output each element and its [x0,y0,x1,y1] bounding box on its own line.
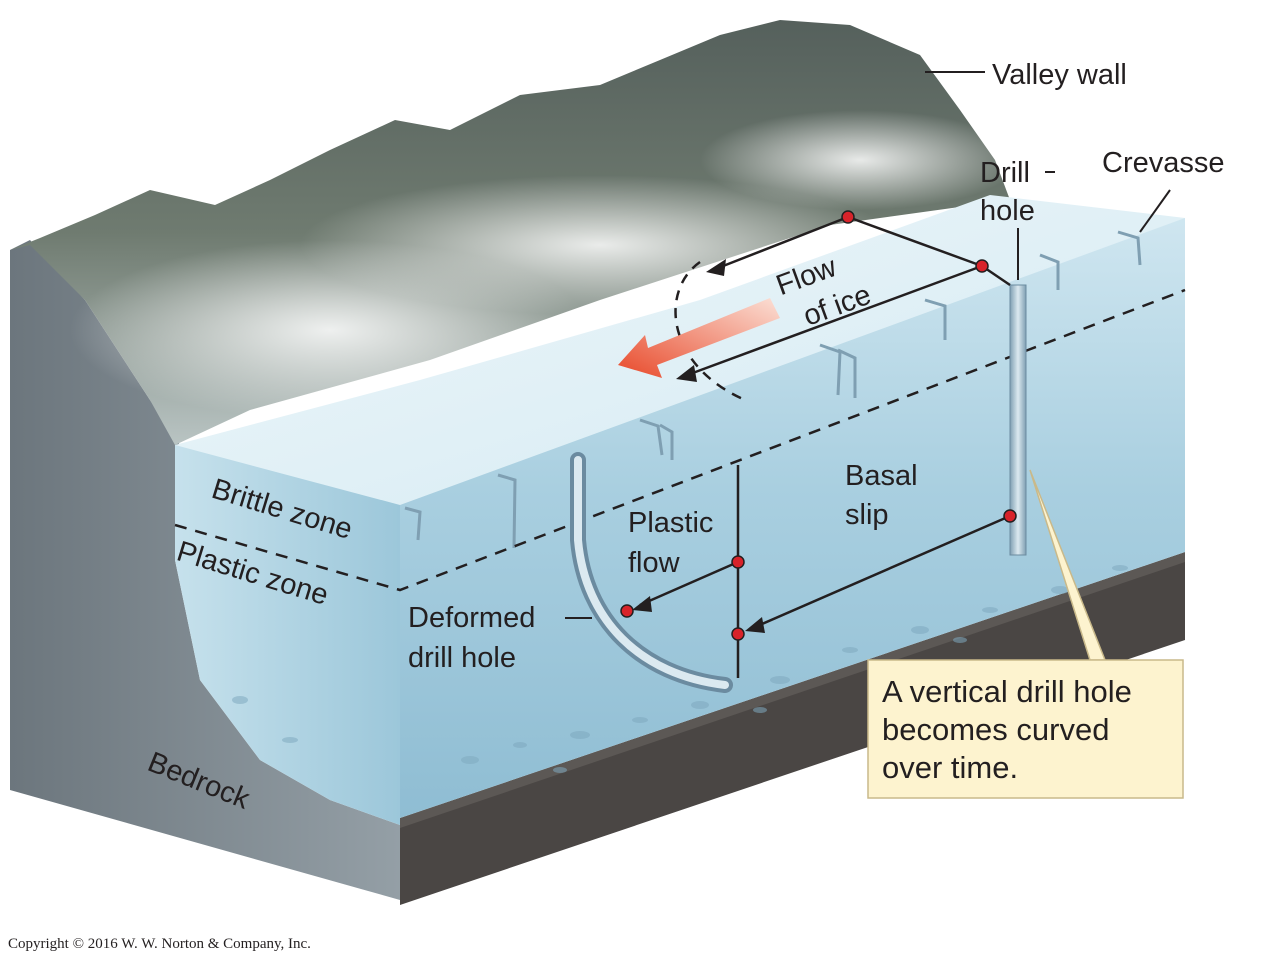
label-crevasse: Crevasse [1102,147,1225,179]
bedrock-end-face [10,240,400,900]
callout-box [867,659,1184,799]
ice-top-surface [175,195,1185,520]
mist [300,175,900,315]
label-plastic-flow-line1: Plastic [628,507,713,539]
marker-dot [1003,509,1017,523]
ice-end-face [175,445,400,825]
section-arrowhead [745,617,765,633]
callout-line2: becomes curved [882,712,1109,747]
flow-of-ice-arrow [618,298,780,378]
bedrock-top [400,552,1185,828]
label-basal-slip-line2: slip [845,499,889,531]
callout-line3: over time. [882,750,1018,785]
markers [620,210,1017,641]
copyright: Copyright © 2016 W. W. Norton & Company,… [8,936,311,952]
marker-dot [841,210,855,224]
vertical-drill-hole [1009,284,1027,556]
crevasses [404,230,1142,549]
section-velocity-lines [639,465,1011,678]
bedrock-front [400,560,1185,905]
marker-dot [731,627,745,641]
marker-dot [975,259,989,273]
basal-debris [232,565,1128,773]
label-plastic-flow-line2: flow [628,547,681,579]
label-basal-slip-line1: Basal [845,460,918,492]
label-drill-hole-line1: Drill [980,157,1030,189]
mist [700,110,1020,210]
section-arrowhead [632,596,652,612]
leader-lines [565,71,1171,619]
deformed-drill-hole-highlight [574,456,729,689]
callout-line1: A vertical drill hole [882,674,1132,709]
marker-dot [731,555,745,569]
label-drill-hole-line2: hole [980,195,1035,227]
label-deformed-drill-hole-line2: drill hole [408,642,516,674]
surface-velocity-lines [689,215,1011,376]
flow-of-ice-curve [674,260,746,402]
marker-dot [620,604,634,618]
zone-boundary-line [174,288,1186,592]
label-deformed-drill-hole-line1: Deformed [408,602,535,634]
label-valley-wall: Valley wall [992,59,1127,91]
surface-arrowhead [676,365,697,382]
ice-front-face [400,218,1185,818]
surface-arrowhead [706,259,726,276]
